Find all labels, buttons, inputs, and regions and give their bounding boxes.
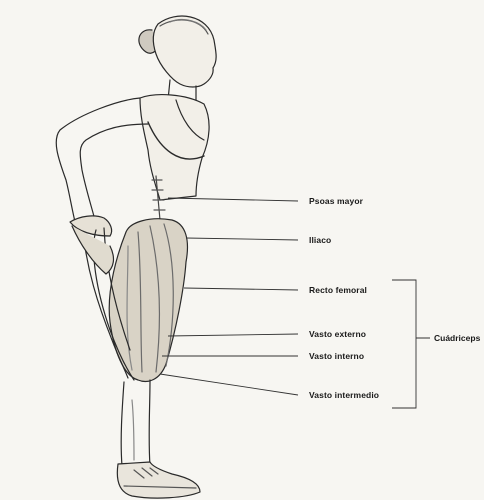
arm <box>56 98 148 226</box>
torso <box>140 95 209 200</box>
label-iliaco: Iliaco <box>309 235 331 245</box>
label-psoas-mayor: Psoas mayor <box>309 196 363 206</box>
standing-leg <box>121 380 150 466</box>
head <box>153 16 216 87</box>
label-vasto-interno: Vasto interno <box>309 351 364 361</box>
label-cuadriceps: Cuádriceps <box>434 333 480 343</box>
leader-line-recto <box>184 288 298 290</box>
leader-line-psoas <box>168 198 298 201</box>
quadriceps-bracket <box>392 280 430 408</box>
leader-line-vasto-externo <box>168 334 298 336</box>
label-vasto-intermedio: Vasto intermedio <box>309 390 379 400</box>
leader-line-vasto-intermedio <box>160 374 298 395</box>
shoe <box>117 462 200 498</box>
label-vasto-externo: Vasto externo <box>309 329 366 339</box>
label-recto-femoral: Recto femoral <box>309 285 367 295</box>
leader-line-iliaco <box>186 238 298 240</box>
